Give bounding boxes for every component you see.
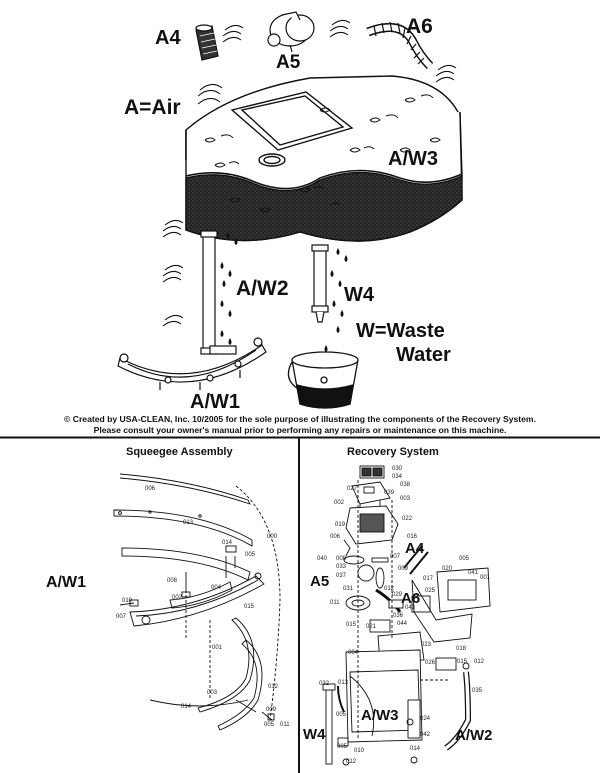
- recovery-label-aw3: A/W3: [361, 707, 399, 724]
- rs-part-032: 032: [319, 681, 330, 687]
- rs-part-005c: 005: [337, 744, 348, 750]
- part-015: 015: [244, 604, 255, 610]
- squeegee-assembly-title: Squeegee Assembly: [126, 446, 233, 458]
- rs-part-027: 027: [347, 486, 358, 492]
- squeegee-drawing: [117, 337, 267, 390]
- part-003: 003: [207, 690, 218, 696]
- rs-part-003: 003: [400, 496, 411, 502]
- rs-part-041: 041: [468, 570, 479, 576]
- recovery-system-title: Recovery System: [347, 446, 439, 458]
- part-000: 000: [267, 534, 278, 540]
- rs-part-021: 021: [366, 624, 377, 630]
- label-aw3: A/W3: [388, 148, 438, 170]
- label-aw1: A/W1: [190, 391, 240, 413]
- rs-part-042: 042: [420, 732, 431, 738]
- rs-part-007: 007: [390, 554, 401, 560]
- rs-part-013: 013: [338, 680, 349, 686]
- a4-filter-drawing: [195, 24, 219, 61]
- rs-part-039: 039: [384, 490, 395, 496]
- part-008: 008: [167, 578, 178, 584]
- rs-part-009: 009: [398, 566, 409, 572]
- rs-part-011: 011: [330, 600, 340, 606]
- rs-part-014: 014: [410, 746, 421, 752]
- part-006: 006: [145, 486, 156, 492]
- rs-part-026: 026: [425, 660, 436, 666]
- recovery-exploded-drawing: [322, 465, 491, 766]
- rs-part-037: 037: [336, 573, 347, 579]
- rs-part-022: 022: [402, 516, 413, 522]
- label-w4: W4: [344, 284, 374, 306]
- rs-part-012c: 012: [346, 759, 357, 765]
- rs-part-012: 012: [384, 586, 395, 592]
- squeegee-exploded-drawing: [113, 473, 281, 731]
- a6-hose-drawing: [366, 21, 434, 70]
- rs-part-031: 031: [343, 586, 354, 592]
- part-004: 004: [211, 585, 222, 591]
- part-010: 010: [122, 598, 133, 604]
- rs-part-019: 019: [335, 522, 346, 528]
- rs-part-017: 017: [423, 576, 434, 582]
- rs-part-006: 006: [330, 534, 341, 540]
- rs-part-033: 033: [336, 564, 347, 570]
- aw2-tube-drawing: [200, 230, 218, 355]
- part-014-top: 014: [222, 540, 233, 546]
- rs-part-012b: 012: [474, 659, 485, 665]
- rs-part-040: 040: [317, 556, 328, 562]
- label-air-key: A=Air: [124, 96, 181, 119]
- rs-part-002: 002: [334, 500, 345, 506]
- label-waste-key-2: Water: [396, 344, 451, 366]
- rs-part-043: 043: [405, 605, 416, 611]
- waste-bucket-drawing: [287, 351, 359, 409]
- rs-part-018: 018: [456, 646, 467, 652]
- recovery-label-a5: A5: [310, 573, 330, 590]
- a5-motor-drawing: [267, 11, 315, 53]
- rs-part-023: 023: [421, 642, 432, 648]
- recovery-label-aw2: A/W2: [455, 727, 493, 744]
- rs-part-001: 001: [480, 575, 491, 581]
- recovery-label-w4: W4: [303, 726, 326, 743]
- part-005-bottom: 005: [264, 722, 275, 728]
- part-014-bottom: 014: [181, 704, 192, 710]
- part-009: 009: [266, 707, 277, 713]
- label-a4: A4: [155, 27, 181, 49]
- part-007: 007: [116, 614, 127, 620]
- part-012: 012: [268, 684, 279, 690]
- recovery-tank-drawing: [185, 75, 463, 242]
- rs-part-035: 035: [472, 688, 483, 694]
- rs-part-036: 036: [393, 613, 404, 619]
- rs-part-010: 010: [354, 748, 365, 754]
- credit-line-1: © Created by USA-CLEAN, Inc. 10/2005 for…: [64, 414, 536, 424]
- part-002: 002: [172, 595, 183, 601]
- squeegee-label-aw1: A/W1: [46, 574, 86, 591]
- rs-part-044: 044: [397, 621, 408, 627]
- rs-part-029: 029: [392, 592, 403, 598]
- rs-part-020: 020: [442, 566, 453, 572]
- air-swirl-marks: [162, 19, 457, 327]
- recovery-label-a4: A4: [405, 540, 425, 557]
- rs-part-030: 030: [392, 466, 403, 472]
- rs-part-004: 004: [348, 650, 359, 656]
- rs-part-005: 005: [459, 556, 470, 562]
- rs-part-015b: 015: [457, 659, 468, 665]
- rs-part-034: 034: [392, 474, 403, 480]
- label-aw2: A/W2: [236, 277, 289, 300]
- rs-part-016: 016: [407, 534, 418, 540]
- recovery-label-a6: A6: [401, 590, 421, 607]
- credit-line-2: Please consult your owner's manual prior…: [93, 425, 507, 435]
- rs-part-005b: 005: [336, 712, 347, 718]
- label-waste-key-1: W=Waste: [356, 320, 445, 342]
- label-a5: A5: [276, 52, 301, 73]
- rs-part-015: 015: [346, 622, 357, 628]
- part-013: 013: [183, 520, 194, 526]
- part-011: 011: [280, 722, 290, 728]
- rs-part-008: 008: [336, 556, 347, 562]
- label-a6: A6: [406, 15, 433, 38]
- w4-tube-drawing: [311, 244, 329, 323]
- part-005-top: 005: [245, 552, 256, 558]
- rs-part-025: 025: [425, 588, 436, 594]
- rs-part-024: 024: [420, 716, 431, 722]
- rs-part-038: 038: [400, 482, 411, 488]
- part-001: 001: [212, 645, 223, 651]
